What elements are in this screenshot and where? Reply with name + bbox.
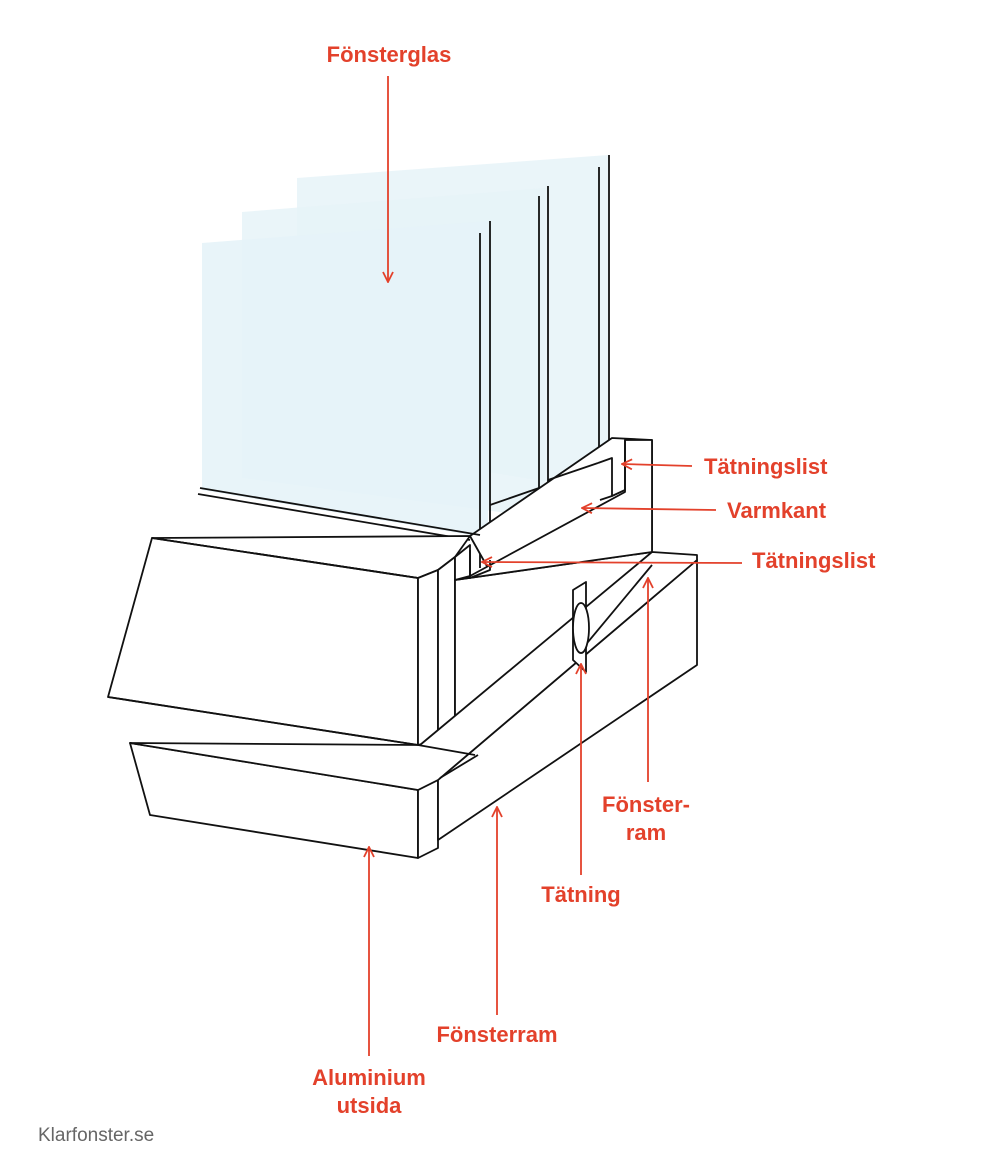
label-tatningslist-mid: Tätningslist — [752, 548, 876, 573]
label-tatningslist-top: Tätningslist — [704, 454, 828, 479]
label-fonsterram-right-line2: ram — [626, 820, 666, 845]
glass-panes — [202, 155, 610, 568]
glass-edges — [479, 155, 610, 568]
label-aluminium-line1: Aluminium — [312, 1065, 426, 1090]
arrow-varmkant — [582, 508, 717, 510]
outer-frame — [107, 551, 698, 859]
labels: Fönsterglas Tätningslist Varmkant Tätnin… — [312, 42, 876, 1118]
seal-gasket — [572, 602, 590, 654]
arrow-tatningslist-mid — [482, 562, 743, 563]
label-varmkant: Varmkant — [727, 498, 827, 523]
credit-text: Klarfonster.se — [38, 1125, 154, 1146]
label-fonsterram-bottom: Fönsterram — [436, 1022, 557, 1047]
arrow-tatningslist-top — [622, 464, 693, 466]
label-aluminium-line2: utsida — [337, 1093, 403, 1118]
label-tatning: Tätning — [541, 882, 620, 907]
leader-lines — [369, 76, 743, 1056]
label-fonsterglas: Fönsterglas — [327, 42, 452, 67]
glass-pane-front — [202, 221, 488, 538]
label-fonsterram-right-line1: Fönster- — [602, 792, 690, 817]
